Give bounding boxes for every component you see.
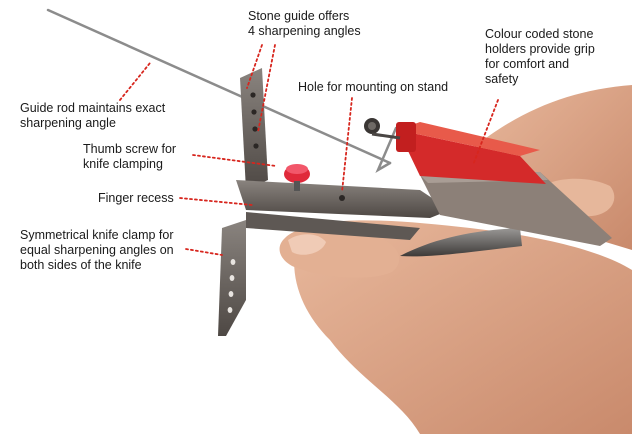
callout-line: safety — [485, 72, 519, 86]
guide-rod — [46, 8, 392, 165]
callout-line: knife clamping — [83, 157, 163, 171]
callout-line: 4 sharpening angles — [248, 24, 361, 38]
callout-line: both sides of the knife — [20, 258, 142, 272]
callout-line: sharpening angle — [20, 116, 116, 130]
leader-symmetrical-clamp — [185, 248, 223, 256]
callout-thumb-screw: Thumb screw for knife clamping — [83, 142, 176, 172]
sharpening-stone — [420, 172, 612, 246]
knife-blade — [400, 228, 522, 257]
leader-guide-rod — [119, 62, 151, 101]
leader-thumb-screw — [192, 154, 277, 167]
thumbnail — [288, 234, 326, 255]
leader-stone-guide-1 — [246, 44, 263, 89]
callout-line: holders provide grip — [485, 42, 595, 56]
callout-stone-guide: Stone guide offers 4 sharpening angles — [248, 9, 361, 39]
callout-line: equal sharpening angles on — [20, 243, 174, 257]
callout-symmetrical-clamp: Symmetrical knife clamp for equal sharpe… — [20, 228, 174, 273]
leader-finger-recess — [179, 197, 253, 206]
callout-line: Finger recess — [98, 191, 174, 205]
callout-line: Stone guide offers — [248, 9, 350, 23]
callout-line: Hole for mounting on stand — [298, 80, 449, 94]
callout-line: Guide rod maintains exact — [20, 101, 166, 115]
callout-line: Thumb screw for — [83, 142, 177, 156]
callout-line: Symmetrical knife clamp for — [20, 228, 174, 242]
stone-holder — [398, 130, 546, 184]
leader-hole — [341, 97, 353, 193]
leader-stone-guide-2 — [257, 44, 276, 133]
callout-line: Colour coded stone — [485, 27, 594, 41]
callout-hole-mounting: Hole for mounting on stand — [298, 80, 448, 95]
guide-rod-hook — [375, 126, 398, 173]
callout-guide-rod: Guide rod maintains exact sharpening ang… — [20, 101, 165, 131]
callout-finger-recess: Finger recess — [98, 191, 174, 206]
callout-colour-coded-holders: Colour coded stone holders provide grip … — [485, 27, 595, 87]
callout-line: for comfort and — [485, 57, 570, 71]
leader-colour-coded — [472, 99, 499, 166]
